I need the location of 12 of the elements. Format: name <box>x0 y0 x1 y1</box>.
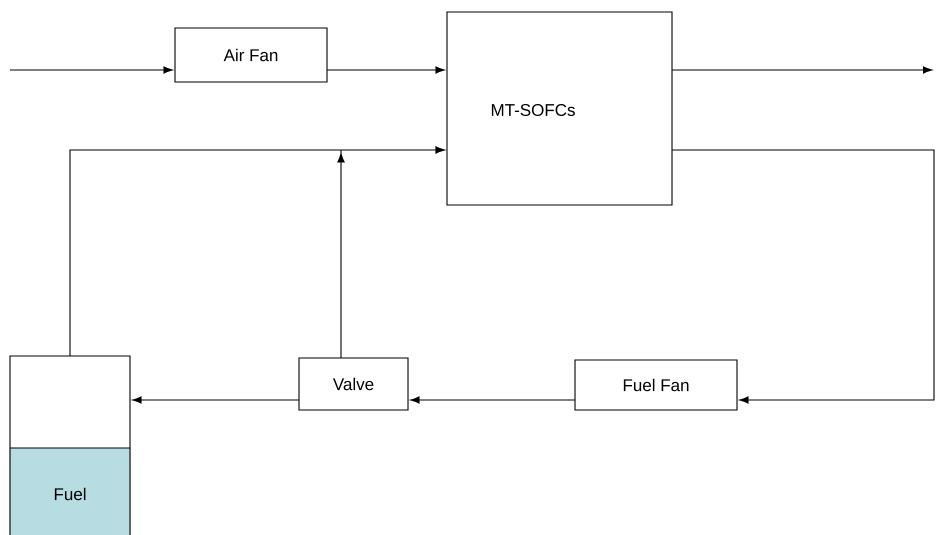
arrow <box>328 66 445 74</box>
process-box: Air Fan <box>174 27 328 83</box>
arrow <box>410 396 574 404</box>
arrow <box>132 396 298 404</box>
fuel-level: Fuel <box>9 447 131 535</box>
process-box: Fuel Fan <box>574 359 738 411</box>
arrow <box>337 146 445 358</box>
process-box: Valve <box>298 357 409 411</box>
arrow <box>672 149 935 404</box>
arrow <box>672 66 932 74</box>
process-box: MT-SOFCs <box>446 11 673 206</box>
arrow <box>10 66 173 74</box>
